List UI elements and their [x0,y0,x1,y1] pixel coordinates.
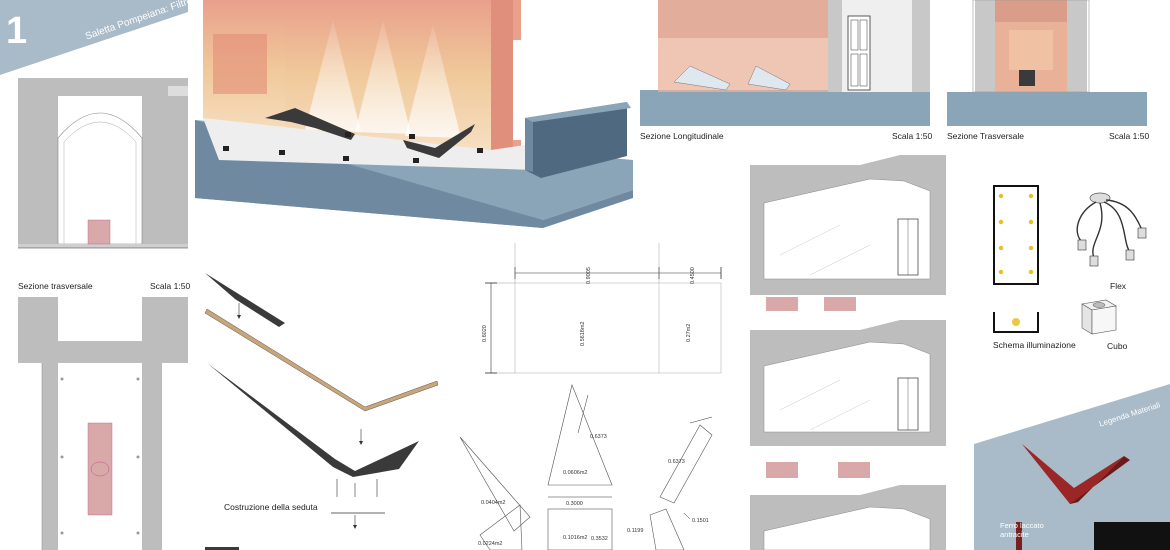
top-section-2-scale: Scala 1:50 [1109,131,1150,141]
sheet-banner: 1 Saletta Pompeiana: Filtro [0,0,194,80]
seat-construction-label: Costruzione della seduta [224,502,318,512]
section-stack-2 [750,320,946,478]
top-section-1-scale: Scala 1:50 [892,131,933,141]
section-transversal-top-drawing [947,0,1147,128]
flex-lamp-drawing [1076,192,1147,267]
unfold-len-2: 0.6373 [668,459,685,465]
seat-plan-dims [485,243,722,374]
unfold-len-3: 0.3000 [566,501,583,507]
unfold-area-1: 0.0606m2 [563,470,588,476]
materials-legend-panel [974,384,1170,550]
top-section-1-label: Sezione Longitudinale [640,131,724,141]
top-section-2-label: Sezione Trasversale [947,131,1025,141]
axonometric-room [195,0,633,228]
plan-dim-side: 0.6020 [482,325,488,342]
seat-unfold-drawing [459,384,713,550]
unfold-area-4: 0.0224m2 [478,541,503,547]
unfold-area-3: 0.1016m2 [563,535,588,541]
plan-area-1: 0.5618m2 [580,321,586,346]
lighting-scheme-drawing [993,185,1039,333]
left-section-label: Sezione trasversale [18,281,93,291]
plan-dim-top-2: 0.4500 [690,267,696,284]
section-longitudinal-drawing [640,0,930,128]
seat-construction-drawing [204,273,439,550]
plan-area-2: 0.27m2 [686,323,692,342]
plan-dim-top-1: 0.9005 [586,267,592,284]
flex-label: Flex [1110,281,1127,291]
unfold-area-2: 0.0404m2 [481,500,506,506]
unfold-len-4: 0.3532 [591,536,608,542]
plan-drawing [18,297,188,550]
material-item-label: Ferro laccato antracite [1000,521,1044,539]
left-section-scale: Scala 1:50 [150,281,191,291]
sheet-number: 1 [6,10,28,52]
cube-lamp-drawing [1081,299,1117,335]
unfold-len-1: 0.6373 [590,434,607,440]
section-transversal-drawing [18,78,188,249]
lighting-scheme-label: Schema illuminazione [993,340,1076,350]
section-stack-1 [750,155,946,311]
section-stack-3 [750,485,946,550]
banner-shape [0,0,188,75]
unfold-len-5: 0.1199 [627,528,644,534]
cube-label: Cubo [1107,341,1128,351]
unfold-len-6: 0.1501 [692,518,709,524]
